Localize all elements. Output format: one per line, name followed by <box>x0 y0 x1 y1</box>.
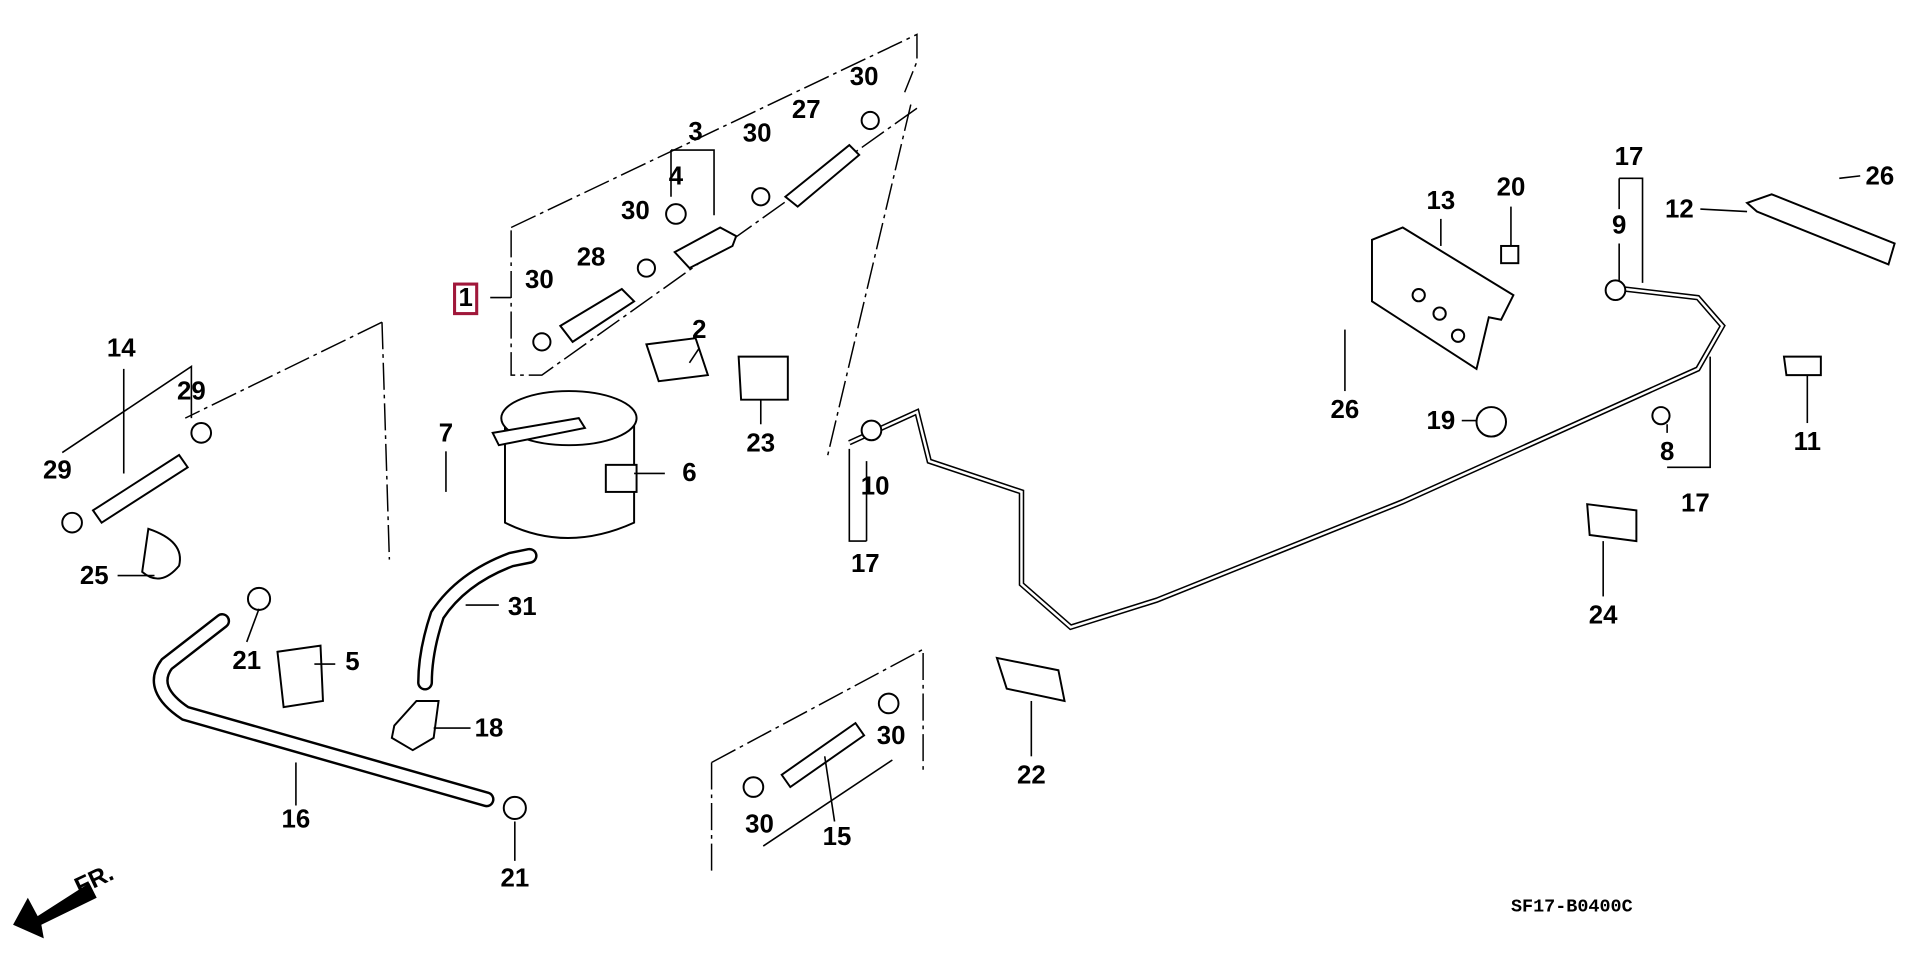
callout-25[interactable]: 25 <box>80 562 109 590</box>
callout-21[interactable]: 21 <box>232 647 261 675</box>
callout-29[interactable]: 29 <box>43 456 72 484</box>
callout-28[interactable]: 28 <box>577 244 606 272</box>
leader-lines <box>61 149 1861 861</box>
callout-30[interactable]: 30 <box>743 119 772 147</box>
callout-14[interactable]: 14 <box>107 335 136 363</box>
callout-26[interactable]: 26 <box>1866 162 1895 190</box>
callout-17[interactable]: 17 <box>1615 143 1644 171</box>
highlight-box <box>453 282 479 316</box>
callout-30[interactable]: 30 <box>621 197 650 225</box>
callout-24[interactable]: 24 <box>1589 601 1618 629</box>
top-group-parts <box>532 110 880 352</box>
callout-23[interactable]: 23 <box>746 429 775 457</box>
drawing-code: SF17-B0400C <box>1511 896 1633 917</box>
callout-18[interactable]: 18 <box>475 715 504 743</box>
callout-30[interactable]: 30 <box>745 811 774 839</box>
callout-4[interactable]: 4 <box>669 162 684 190</box>
front-arrow-icon: FR. <box>13 860 118 939</box>
brackets <box>1370 193 1896 438</box>
clips <box>141 337 1822 821</box>
group-outlines <box>184 33 924 874</box>
callout-9[interactable]: 9 <box>1612 212 1626 240</box>
charcoal-canister <box>390 390 638 752</box>
callout-22[interactable]: 22 <box>1017 761 1046 789</box>
callout-7[interactable]: 7 <box>439 419 453 447</box>
callout-3[interactable]: 3 <box>688 118 702 146</box>
callout-13[interactable]: 13 <box>1426 187 1455 215</box>
callout-5[interactable]: 5 <box>345 648 359 676</box>
callout-31[interactable]: 31 <box>508 593 537 621</box>
callout-29[interactable]: 29 <box>177 378 206 406</box>
callout-30[interactable]: 30 <box>525 266 554 294</box>
callout-17[interactable]: 17 <box>1681 490 1710 518</box>
callout-30[interactable]: 30 <box>850 63 879 91</box>
callout-26[interactable]: 26 <box>1331 396 1360 424</box>
callout-21[interactable]: 21 <box>500 865 529 893</box>
callout-27[interactable]: 27 <box>792 96 821 124</box>
hose-16 <box>152 613 495 808</box>
callout-17[interactable]: 17 <box>851 550 880 578</box>
callout-1[interactable]: 1 <box>458 284 472 312</box>
callout-8[interactable]: 8 <box>1660 438 1674 466</box>
callout-2[interactable]: 2 <box>692 316 706 344</box>
callout-12[interactable]: 12 <box>1665 196 1694 224</box>
callout-19[interactable]: 19 <box>1426 407 1455 435</box>
callout-11[interactable]: 11 <box>1794 428 1821 456</box>
callout-16[interactable]: 16 <box>282 806 311 834</box>
hose-14-and-15 <box>61 422 900 798</box>
callout-6[interactable]: 6 <box>682 459 696 487</box>
callout-20[interactable]: 20 <box>1497 174 1526 202</box>
pipe-17 <box>848 279 1726 631</box>
callout-30[interactable]: 30 <box>877 722 906 750</box>
callout-10[interactable]: 10 <box>861 472 890 500</box>
callout-15[interactable]: 15 <box>823 823 852 851</box>
